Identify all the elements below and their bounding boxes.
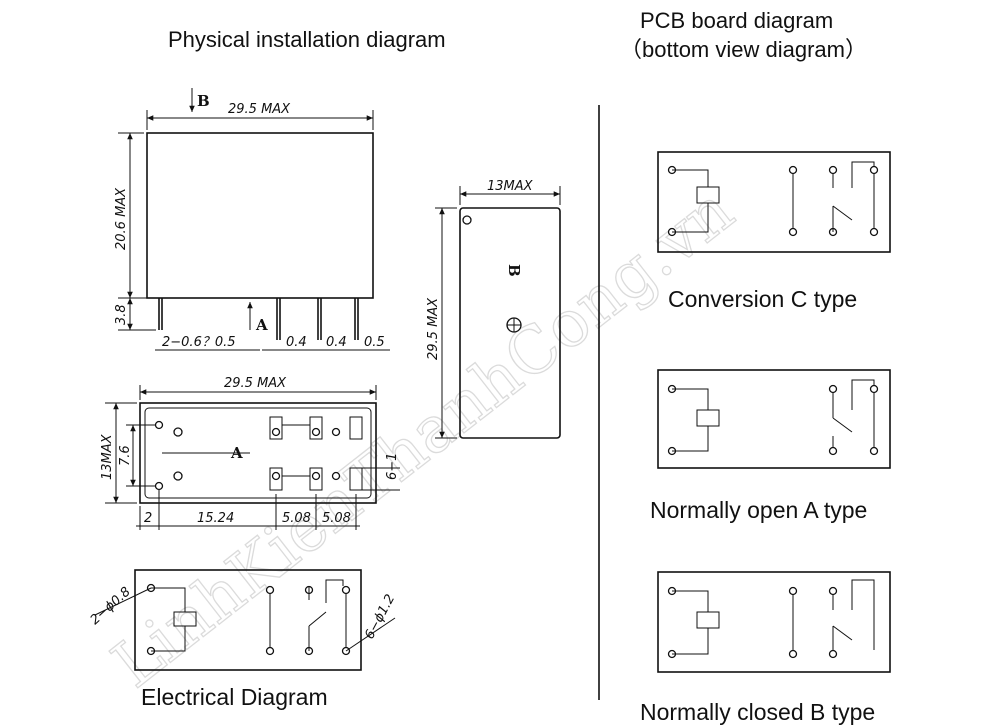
side-height-label: 20.6 MAX — [114, 187, 129, 250]
pcb-c-caption: Conversion C type — [668, 286, 857, 312]
bottom-height-label: 13MAX — [100, 433, 115, 480]
spacing-label-3: 5.08 — [282, 511, 311, 526]
pin-1-marker-icon — [462, 215, 472, 225]
pcb-type-c — [657, 151, 891, 253]
bottom-view-inner — [144, 407, 372, 499]
pin-size-label: 6−1 — [385, 453, 400, 480]
end-view-drawing: 13MAX 29.5 MAX B — [426, 179, 561, 439]
side-width-label: 29.5 MAX — [228, 102, 291, 117]
large-hole-label: 6−ϕ1.2 — [362, 592, 398, 642]
pcb-type-b — [657, 571, 891, 673]
pcb-b-coil-icon — [696, 611, 720, 629]
pcb-b-caption: Normally closed B type — [640, 699, 875, 725]
small-hole-label: 2−ϕ0.8 — [88, 584, 134, 628]
pcb-c-outline — [657, 151, 891, 253]
row-pitch-label: 7.6 — [118, 445, 133, 466]
end-width-label: 13MAX — [487, 179, 534, 194]
view-a-label: A — [255, 316, 268, 334]
electrical-outline — [134, 569, 362, 671]
electrical-diagram-caption: Electrical Diagram — [141, 684, 328, 710]
bottom-view-drawing: A 29.5 MAX 13MAX 7.6 6−1 2 15.24 5.08 — [100, 376, 400, 530]
physical-installation-title: Physical installation diagram — [168, 27, 446, 52]
view-b-label: B — [197, 92, 210, 110]
end-view-outline — [459, 207, 561, 439]
pin-dim-label-3: 0.4 — [326, 335, 347, 350]
pin-dim-label-4: 0.5 — [364, 335, 385, 350]
pin-dim-label-2: 0.4 — [286, 335, 307, 350]
spacing-label-4: 5.08 — [322, 511, 351, 526]
pin-length-label: 3.8 — [114, 304, 129, 325]
spacing-label-2: 15.24 — [197, 511, 234, 526]
spacing-label-1: 2 — [144, 511, 152, 526]
side-view-drawing: 29.5 MAX B 20.6 MAX 3.8 2−0.6？0.5 0.4 0.… — [114, 88, 390, 351]
pcb-b-outline — [657, 571, 891, 673]
pcb-a-caption: Normally open A type — [650, 497, 867, 523]
pcb-board-subtitle: （bottom view diagram） — [620, 37, 867, 62]
relay-body-outline — [146, 132, 374, 299]
end-view-b-label: B — [505, 264, 523, 277]
end-height-label: 29.5 MAX — [426, 297, 441, 360]
bottom-view-outline — [139, 402, 377, 504]
watermark: LinhKienThanhCong.vn — [99, 174, 747, 703]
pcb-type-a — [657, 369, 891, 469]
pcb-a-coil-icon — [696, 409, 720, 427]
bottom-width-label: 29.5 MAX — [224, 376, 287, 391]
bottom-view-a-label: A — [230, 444, 243, 462]
pcb-a-outline — [657, 369, 891, 469]
pin-dim-label-1: 2−0.6？0.5 — [162, 335, 236, 350]
pcb-board-title: PCB board diagram — [640, 8, 833, 33]
